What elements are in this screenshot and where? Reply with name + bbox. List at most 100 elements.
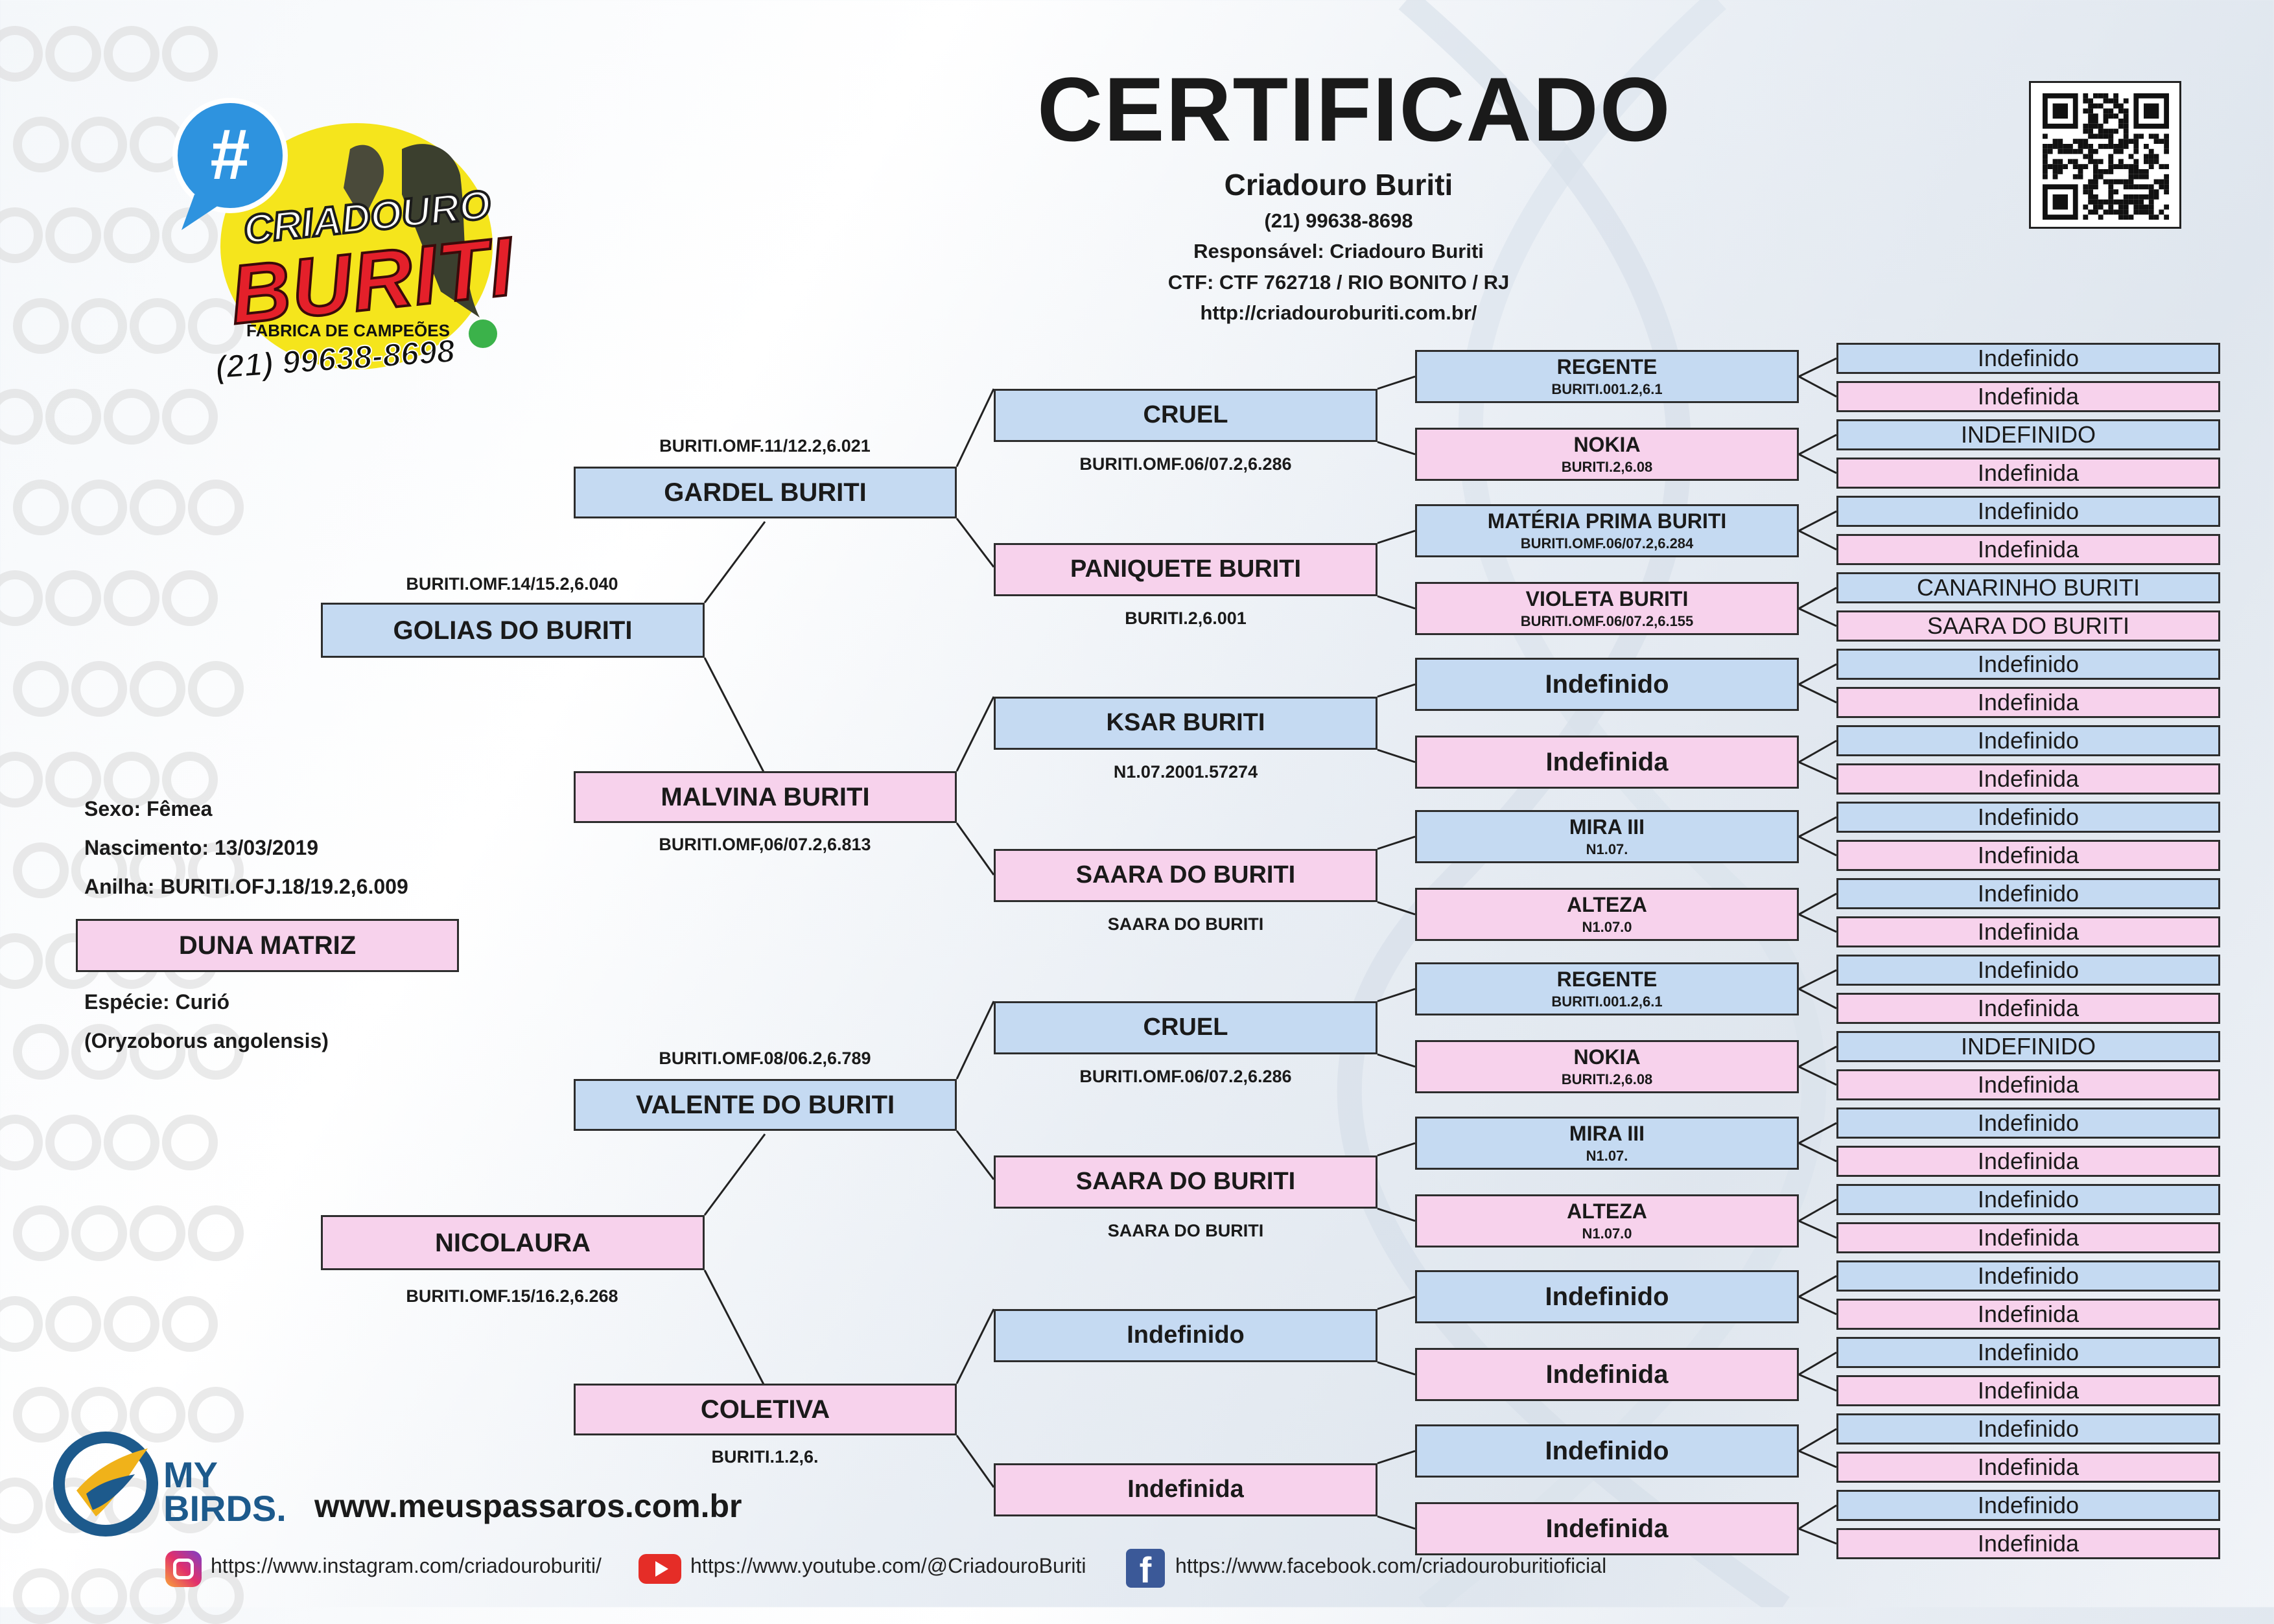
mother-box: NICOLAURA [321,1215,705,1270]
gen5-box-7: SAARA DO BURITI [1836,610,2220,642]
gen4-box-13: Indefinida [1415,1348,1799,1401]
gen5-name-9: Indefinida [1977,689,2080,716]
gen4-name-10: MIRA III [1569,1121,1645,1145]
paternal-grandfather-box: GARDEL BURITI [574,467,957,518]
father-name: GOLIAS DO BURITI [393,616,633,645]
gen4-name-7: ALTEZA [1567,892,1647,916]
facebook-link[interactable]: https://www.facebook.com/criadouroburiti… [1175,1554,1607,1577]
gen3-ring-2: N1.07.2001.57274 [1113,762,1258,782]
gen5-name-16: Indefinido [1977,957,2080,984]
instagram-link[interactable]: https://www.instagram.com/criadouroburit… [211,1554,602,1577]
gen5-name-15: Indefinida [1977,918,2080,945]
breeder-name: Criadouro Buriti [1224,168,1453,202]
gen2-name-3: COLETIVA [700,1395,830,1424]
gen5-name-25: Indefinida [1977,1301,2080,1328]
gen5-box-26: Indefinido [1836,1337,2220,1368]
gen2-name-1: MALVINA BURITI [661,783,870,811]
gen3-box-4: CRUEL [994,1001,1377,1054]
gen5-name-17: Indefinida [1977,995,2080,1022]
gen4-name-15: Indefinida [1545,1514,1669,1543]
gen5-box-2: INDEFINIDO [1836,419,2220,450]
gen5-box-27: Indefinida [1836,1375,2220,1406]
gen5-box-31: Indefinida [1836,1528,2220,1559]
gen3-ring-4: BURITI.OMF.06/07.2,6.286 [1079,1067,1292,1086]
qr-code[interactable] [2029,81,2181,229]
gen5-box-30: Indefinido [1836,1490,2220,1521]
youtube-icon [639,1554,681,1584]
gen5-box-3: Indefinida [1836,458,2220,489]
gen5-name-0: Indefinido [1977,345,2080,372]
mother-name: NICOLAURA [435,1228,591,1257]
gen5-name-19: Indefinida [1977,1071,2080,1098]
gen4-name-1: NOKIA [1573,432,1641,456]
gen5-box-17: Indefinida [1836,993,2220,1024]
qr-code-pattern [2043,93,2169,220]
gen5-name-29: Indefinida [1977,1454,2080,1481]
gen4-ring-6: N1.07. [1586,841,1628,858]
gen4-ring-9: BURITI.2,6.08 [1561,1071,1653,1088]
gen5-box-25: Indefinida [1836,1299,2220,1330]
gen5-box-18: INDEFINIDO [1836,1031,2220,1062]
hashtag-icon: # [210,115,250,194]
gen5-name-6: CANARINHO BURITI [1916,574,2140,601]
father-ring: BURITI.OMF.14/15.2,6.040 [406,574,618,594]
gen5-box-19: Indefinida [1836,1069,2220,1100]
gen5-box-10: Indefinido [1836,725,2220,756]
gen4-ring-11: N1.07.0 [1582,1225,1632,1242]
gen2-ring-0: BURITI.OMF.11/12.2,6.021 [659,436,871,456]
gen4-ring-2: BURITI.OMF.06/07.2,6.284 [1520,535,1694,552]
gen5-name-31: Indefinida [1977,1530,2080,1557]
logo-tagline: FABRICA DE CAMPEÕES [246,321,450,340]
gen5-name-24: Indefinido [1977,1262,2080,1290]
gen3-name-3: SAARA DO BURITI [1075,861,1296,889]
gen3-name-0: CRUEL [1143,401,1228,429]
gen5-box-12: Indefinido [1836,802,2220,833]
gen4-name-6: MIRA III [1569,815,1645,839]
gen3-ring-5: SAARA DO BURITI [1107,1221,1264,1240]
logo-graphic [172,98,497,369]
gen3-name-2: KSAR BURITI [1106,709,1265,737]
gen4-name-13: Indefinida [1545,1360,1669,1389]
breeder-url[interactable]: http://criadouroburiti.com.br/ [1200,301,1477,324]
bird-especie: Espécie: Curió [84,990,230,1014]
gen5-name-28: Indefinido [1977,1415,2080,1443]
gen5-name-10: Indefinido [1977,727,2080,754]
gen5-box-8: Indefinido [1836,649,2220,680]
facebook-icon: f [1126,1549,1165,1590]
gen5-box-4: Indefinido [1836,496,2220,527]
gen3-box-0: CRUEL [994,389,1377,442]
gen5-name-5: Indefinida [1977,536,2080,563]
mybirds-birds: BIRDS. [163,1488,287,1529]
gen5-box-22: Indefinido [1836,1184,2220,1215]
gen5-name-27: Indefinida [1977,1377,2080,1404]
gen4-name-4: Indefinido [1545,670,1669,699]
youtube-link[interactable]: https://www.youtube.com/@CriadouroBuriti [690,1554,1086,1577]
gen5-box-1: Indefinida [1836,381,2220,412]
bird-anilha: Anilha: BURITI.OFJ.18/19.2,6.009 [84,875,408,898]
gen3-box-2: KSAR BURITI [994,697,1377,750]
gen4-name-3: VIOLETA BURITI [1525,586,1689,610]
gen4-name-14: Indefinido [1545,1437,1669,1465]
subject-bird-box: DUNA MATRIZ [76,919,459,972]
gen4-ring-8: BURITI.001.2,6.1 [1551,993,1663,1010]
gen5-name-7: SAARA DO BURITI [1927,612,2130,640]
gen5-box-24: Indefinido [1836,1260,2220,1292]
gen3-box-7: Indefinida [994,1463,1377,1516]
gen5-name-12: Indefinido [1977,804,2080,831]
bird-sexo: Sexo: Fêmea [84,797,213,820]
gen5-box-15: Indefinida [1836,916,2220,947]
mybirds-website[interactable]: www.meuspassaros.com.br [314,1488,742,1524]
gen5-name-13: Indefinida [1977,842,2080,869]
gen3-box-1: PANIQUETE BURITI [994,543,1377,596]
gen4-name-5: Indefinida [1545,748,1669,776]
gen5-name-8: Indefinido [1977,651,2080,678]
breeder-logo: # CRIADOURO BURITI FABRICA DE CAMPEÕES (… [156,97,520,395]
gen4-box-7: ALTEZA N1.07.0 [1415,888,1799,941]
breeder-ctf: CTF: CTF 762718 / RIO BONITO / RJ [1167,271,1510,294]
gen4-ring-7: N1.07.0 [1582,919,1632,936]
gen5-box-5: Indefinida [1836,534,2220,565]
